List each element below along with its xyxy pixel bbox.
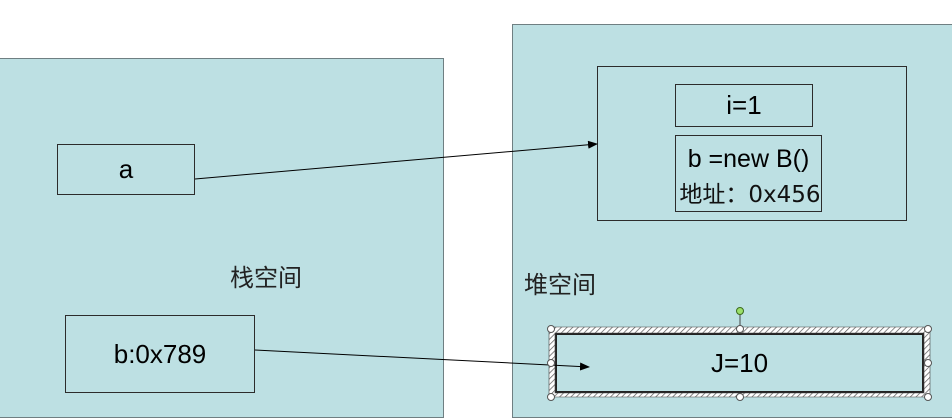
heap-space-label: 堆空间 xyxy=(524,271,596,299)
resize-handle-top-left[interactable] xyxy=(547,325,555,333)
stack-variable-a: a xyxy=(57,144,195,195)
resize-handle-top[interactable] xyxy=(736,325,744,333)
heap-field-i: i=1 xyxy=(675,84,813,127)
heap-j-box[interactable]: J=10 xyxy=(555,333,924,393)
heap-j-box-text: J=10 xyxy=(710,347,769,378)
resize-handle-bottom-left[interactable] xyxy=(547,393,555,401)
heap-field-b: b =new B() xyxy=(675,135,822,212)
stack-variable-a-text: a xyxy=(118,154,134,184)
stack-variable-b-text: b:0x789 xyxy=(113,338,207,369)
heap-field-b-text: b =new B() xyxy=(687,145,810,173)
arrow-b-to-j-box xyxy=(254,349,590,371)
stack-variable-b: b:0x789 xyxy=(65,315,255,393)
stack-space-label: 栈空间 xyxy=(230,264,302,292)
heap-field-i-text: i=1 xyxy=(726,90,762,120)
resize-handles[interactable] xyxy=(547,325,932,401)
resize-handle-left[interactable] xyxy=(547,359,555,367)
stack-space-region xyxy=(0,58,444,418)
selection-frame[interactable] xyxy=(548,326,931,398)
resize-handle-bottom[interactable] xyxy=(736,393,744,401)
arrow-a-to-heap-object xyxy=(194,140,598,180)
heap-space-region xyxy=(512,24,952,418)
rotation-handle[interactable] xyxy=(736,307,744,315)
resize-handle-top-right[interactable] xyxy=(924,325,932,333)
resize-handle-right[interactable] xyxy=(924,359,932,367)
resize-handle-bottom-right[interactable] xyxy=(924,393,932,401)
heap-field-b-address: 地址：0x456 xyxy=(679,182,821,208)
